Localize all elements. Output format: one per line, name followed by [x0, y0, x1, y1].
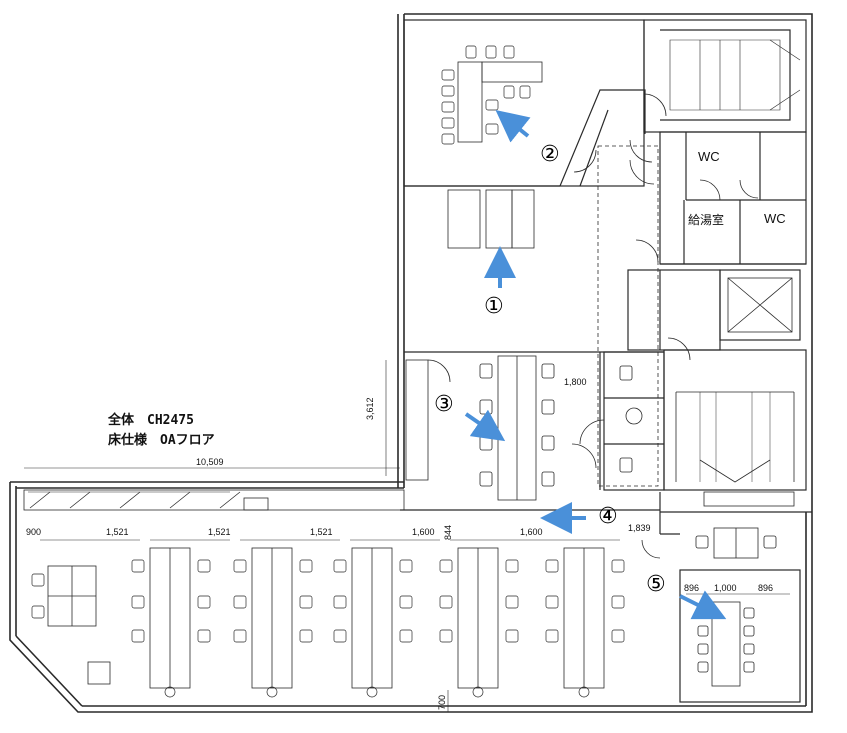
dim-1521-c: 1,521 [310, 527, 333, 537]
direction-arrows [464, 110, 727, 620]
desk-cluster-lower [31, 547, 625, 698]
outer-walls [9, 13, 813, 713]
room-wc-top: WC [698, 149, 720, 164]
dim-1521-b: 1,521 [208, 527, 231, 537]
summary-floor-spec: 床仕様 OAフロア [108, 433, 215, 448]
arrow-3 [464, 409, 506, 442]
dim-meet-896-a: 896 [684, 583, 700, 593]
dim-1839: 1,839 [628, 523, 651, 533]
dim-1800: 1,800 [564, 377, 587, 387]
dim-1600-b: 1,600 [520, 527, 543, 537]
interior-walls [23, 19, 812, 703]
room-wc-right: WC [764, 211, 786, 226]
dim-1600-a: 1,600 [412, 527, 435, 537]
dim-meet-896-b: 896 [758, 583, 774, 593]
dim-1521-a: 1,521 [106, 527, 129, 537]
summary-seat-count: 全体 CH2475 [108, 413, 194, 428]
marker-1: ① [484, 294, 504, 319]
arrow-5 [679, 590, 727, 620]
room-kitchen: 給湯室 [688, 213, 725, 227]
meeting-table-bottom [695, 527, 777, 687]
bench-tables [447, 189, 535, 249]
dim-844: 844 [443, 524, 453, 540]
doors [427, 93, 759, 559]
dimension-lines [24, 360, 790, 712]
dim-900: 900 [26, 527, 42, 537]
meeting-table-top [441, 45, 543, 145]
arrow-2 [495, 110, 531, 143]
dim-700: 700 [437, 694, 447, 710]
marker-4: ④ [598, 504, 618, 529]
marker-5: ⑤ [646, 572, 666, 597]
dim-meet-1000: 1,000 [714, 583, 737, 593]
dim-wall-height: 3,612 [365, 397, 375, 420]
marker-3: ③ [434, 392, 454, 417]
marker-2: ② [540, 142, 560, 167]
dim-total-width: 10,509 [196, 457, 224, 467]
desk-cluster-mid [479, 355, 643, 501]
